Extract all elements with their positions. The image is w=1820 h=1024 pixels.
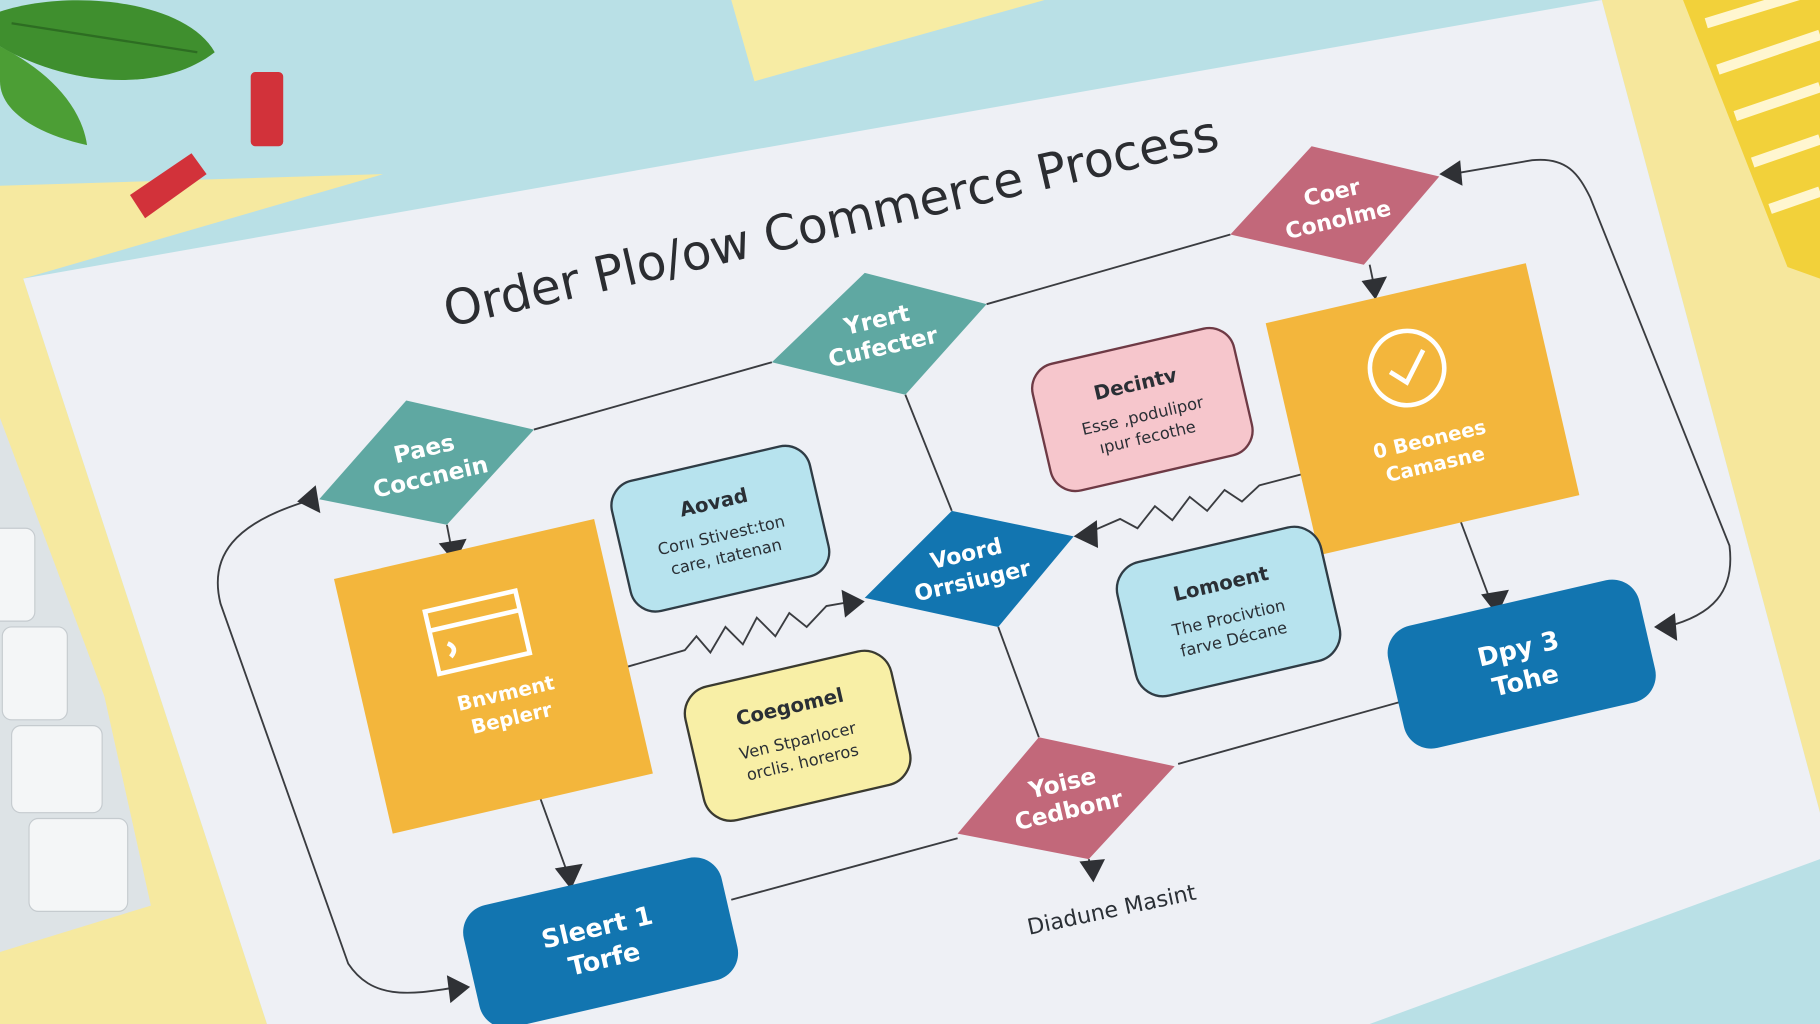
yellow-paper-top <box>731 0 1045 82</box>
note-card-coegomel[interactable]: Coegomel Ven Stparlocer orclis. horeros <box>679 645 916 826</box>
terminal-sleert[interactable]: Sleert 1 Torfe <box>458 852 744 1024</box>
terminal-dpy[interactable]: Dpy 3 Tohe <box>1382 574 1661 754</box>
arrow-head-icon <box>446 975 471 1004</box>
arrow-head-icon <box>1439 160 1463 186</box>
decision-diamond-yrert[interactable]: Yrert Cufecter <box>771 272 987 395</box>
window-icon <box>422 587 533 677</box>
arrow-head-icon <box>297 485 321 514</box>
decision-diamond-coer[interactable]: Coer Conolme <box>1230 146 1440 265</box>
arrow-head-icon <box>1079 859 1105 883</box>
check-circle-icon <box>1367 328 1447 408</box>
note-card-decintv[interactable]: Decintv Esse ,podulipor ıpur fecothe <box>1027 323 1258 496</box>
decision-diamond-paes[interactable]: Paes Coccnein <box>319 400 534 525</box>
arrow-head-icon <box>1481 589 1509 616</box>
arrow-head-icon <box>841 589 865 618</box>
process-square-confirm[interactable]: 0 Beonees Camasne <box>1265 263 1580 556</box>
arrow-head-icon <box>554 863 583 890</box>
arrow-head-icon <box>1361 276 1388 300</box>
arrow-head-icon <box>1073 520 1099 548</box>
process-square-payment[interactable]: Bnvment Beplerr <box>333 518 653 834</box>
arrow-head-icon <box>438 538 467 564</box>
keyboard <box>0 417 151 953</box>
decision-diamond-yoise[interactable]: Yoise Cedbonr <box>957 737 1175 860</box>
arrow-head-icon <box>1654 613 1678 641</box>
decision-diamond-voord[interactable]: Voord Orrsiuger <box>864 510 1074 627</box>
note-card-lomoent[interactable]: Lomoent The Procivtion farve Décane <box>1111 521 1345 701</box>
note-card-aovad[interactable]: Aovad Corıı Stivest:ton care, ıtatenan <box>606 441 834 617</box>
red-clip <box>130 71 284 219</box>
arrowheads <box>297 160 1678 1004</box>
leaf-decoration <box>0 0 215 146</box>
striped-roll <box>1683 0 1820 279</box>
